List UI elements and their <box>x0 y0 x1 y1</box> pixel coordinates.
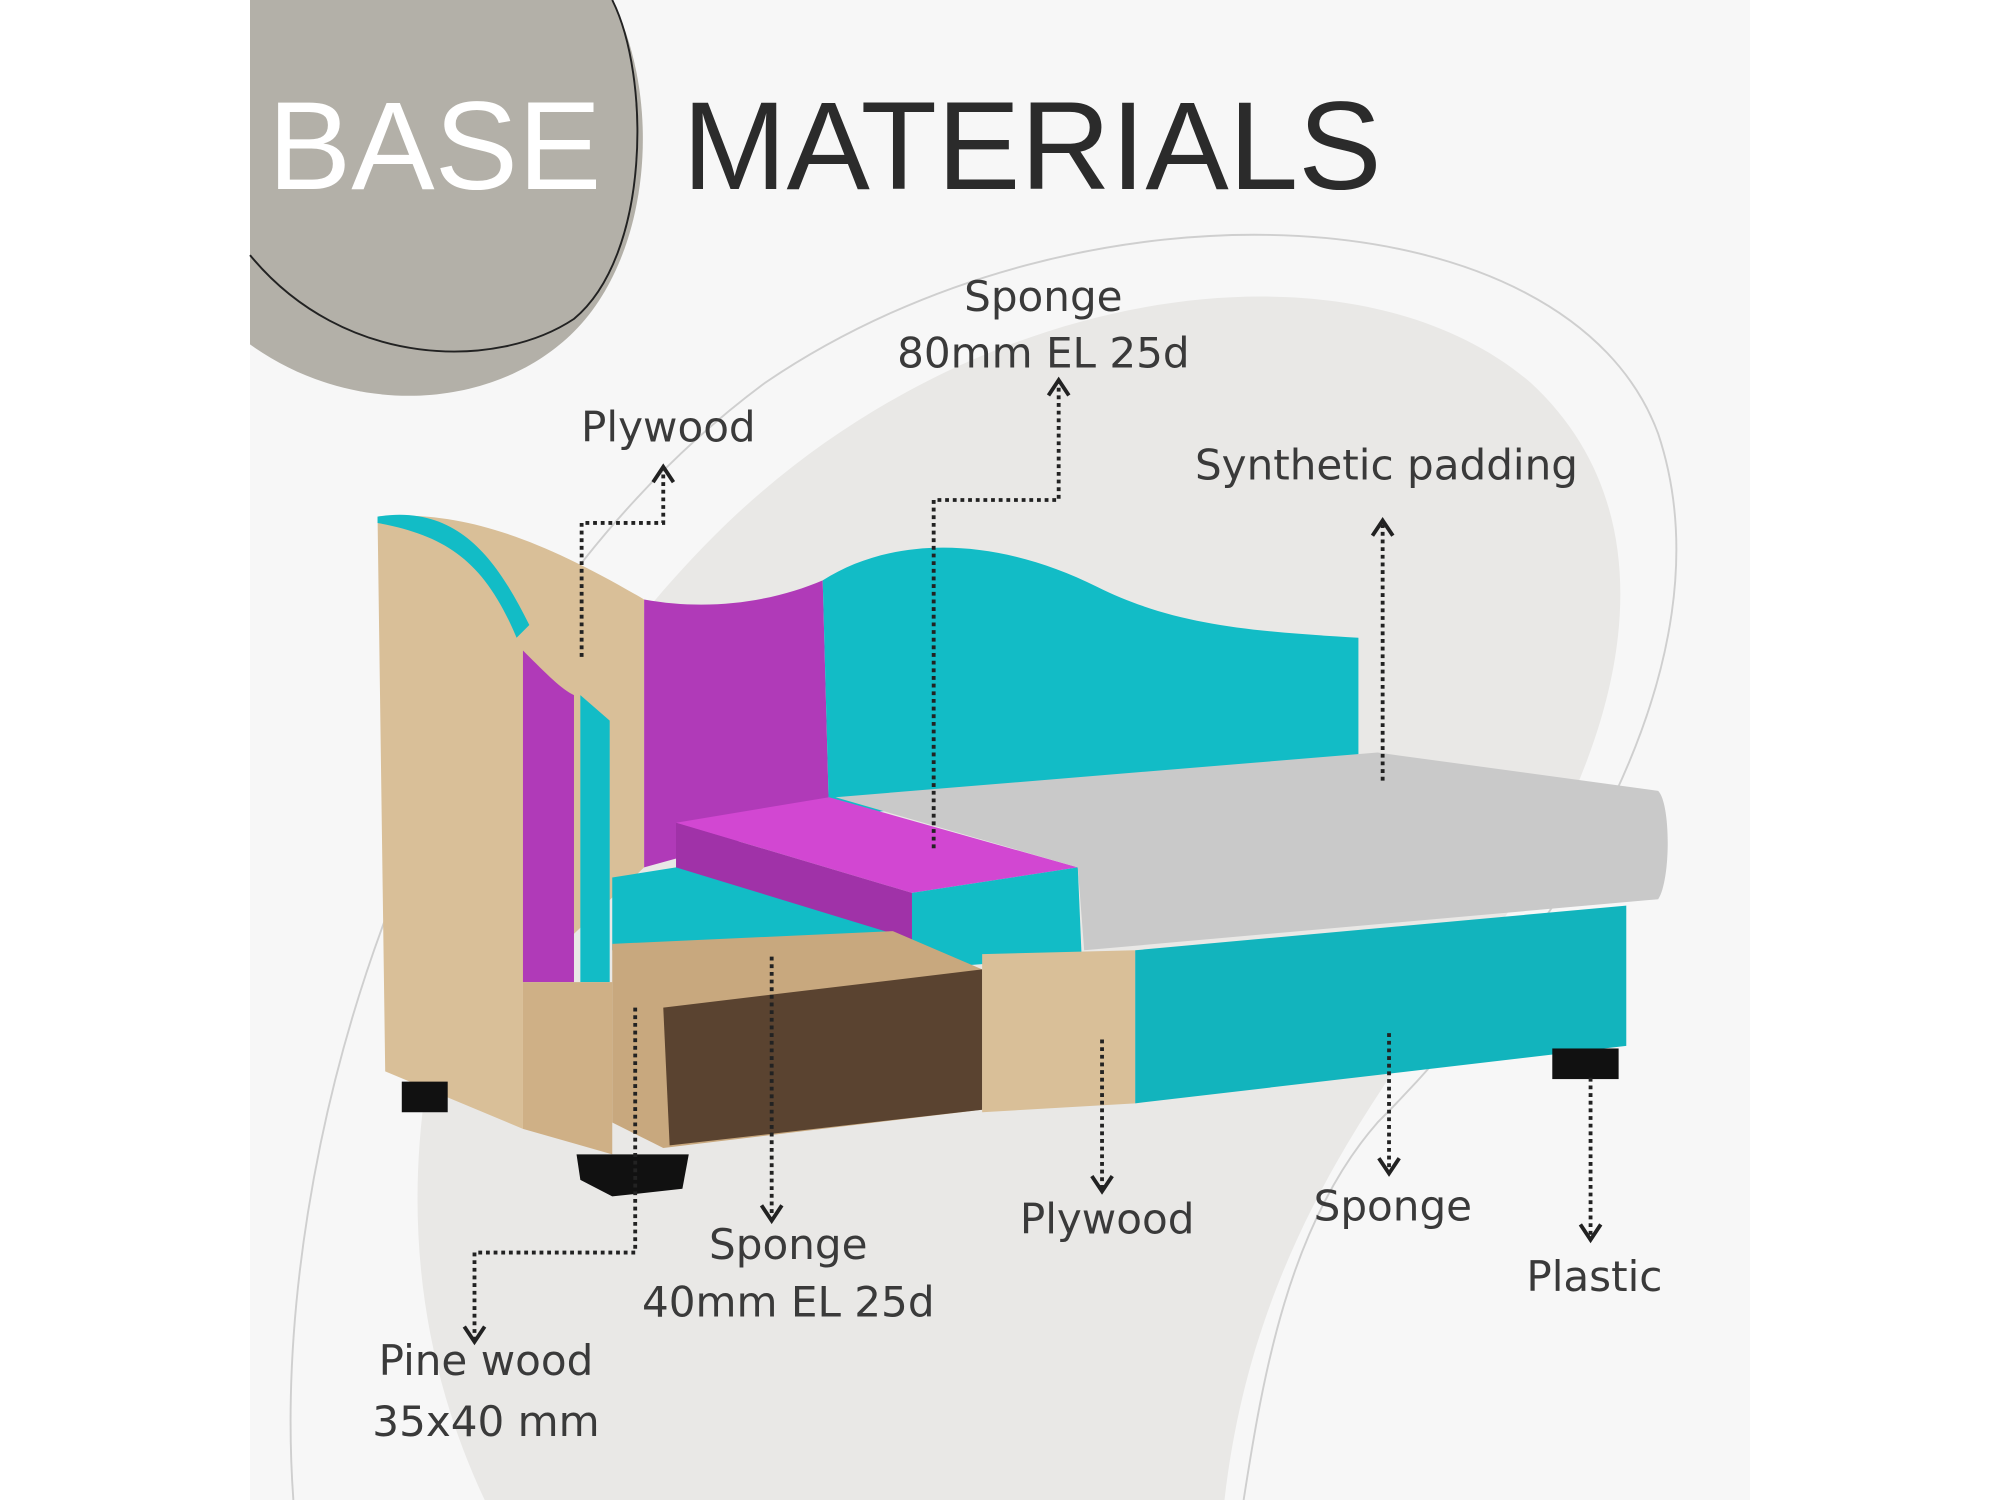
arrow-down-icon <box>759 1204 784 1225</box>
labels: Sponge 80mm EL 25d Plywood Synthetic pad… <box>372 272 1662 1446</box>
seat-sponge-front <box>911 867 1082 970</box>
side-sponge-cyan <box>580 695 610 983</box>
label-plastic: Plastic <box>1526 1252 1662 1301</box>
pine-wood-frame <box>522 982 613 1155</box>
storage-box <box>663 969 983 1146</box>
leg-front-right <box>1552 1048 1619 1080</box>
label-pine-wood-spec: 35x40 mm <box>372 1397 599 1446</box>
front-plywood <box>982 950 1136 1113</box>
title-materials: MATERIALS <box>682 77 1381 216</box>
back-sponge-cyan <box>822 547 1359 817</box>
leg-back <box>401 1081 448 1113</box>
back-sponge-magenta <box>644 580 830 868</box>
arrow-up-icon <box>651 463 676 484</box>
title-circle-outline <box>249 0 639 353</box>
sofa-illustration <box>377 514 1668 1197</box>
seat-sponge-top <box>676 797 1078 893</box>
label-sponge-bottom-name: Sponge <box>709 1220 867 1269</box>
arrow-up-icon <box>1046 376 1071 397</box>
front-sponge <box>1135 905 1627 1104</box>
arrow-down-icon <box>462 1325 487 1346</box>
side-sponge-edge <box>377 514 530 638</box>
synthetic-padding <box>835 752 1668 951</box>
label-pine-wood-name: Pine wood <box>379 1336 594 1385</box>
label-sponge-top-name: Sponge <box>964 272 1122 321</box>
label-sponge-bottom-spec: 40mm EL 25d <box>642 1277 935 1326</box>
label-sponge-top-spec: 80mm EL 25d <box>897 328 1190 377</box>
arrow-down-icon <box>1090 1174 1114 1195</box>
arrow-down-icon <box>1578 1223 1603 1244</box>
label-sponge-front: Sponge <box>1314 1182 1472 1231</box>
label-plywood-bottom: Plywood <box>1020 1194 1195 1243</box>
side-panel-wood <box>377 515 645 1129</box>
leader-pine-wood <box>472 1007 638 1340</box>
leader-sponge-top <box>931 382 1061 849</box>
title-base: BASE <box>268 77 602 216</box>
side-sponge-magenta <box>522 650 574 983</box>
label-synthetic-padding: Synthetic padding <box>1195 441 1578 490</box>
title-circle <box>250 0 643 396</box>
arrow-up-icon <box>1370 516 1395 537</box>
leg-front-left <box>576 1154 689 1197</box>
label-plywood-top: Plywood <box>581 402 756 451</box>
arrow-down-icon <box>1377 1157 1401 1177</box>
